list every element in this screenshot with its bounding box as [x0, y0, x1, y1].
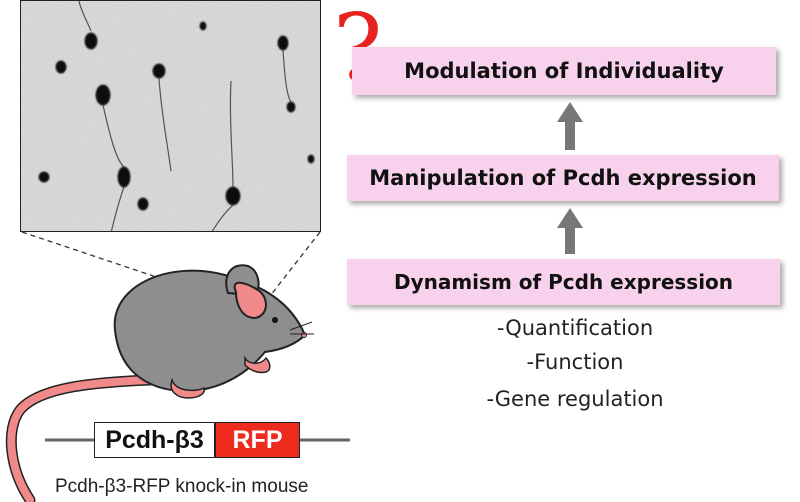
manipulation-box: Manipulation of Pcdh expression [347, 155, 779, 201]
mouse-front-paw [244, 355, 271, 374]
mouse-back-paw [170, 377, 206, 399]
mouse-ear-front [233, 281, 267, 320]
mouse-tail-fill [7, 376, 154, 502]
mouse-eye [272, 317, 278, 323]
rfp-reporter-box: RFP [215, 422, 300, 458]
subitem-function: -Function [526, 350, 624, 374]
pcdh-gene-box: Pcdh-β3 [94, 422, 215, 458]
zoom-line-right [269, 231, 321, 297]
subitem-gene-regulation: -Gene regulation [486, 387, 664, 411]
mouse-whiskers [289, 321, 314, 335]
neuron-micrograph [20, 0, 321, 232]
dynamism-box: Dynamism of Pcdh expression [347, 259, 780, 305]
mouse-nose [301, 332, 307, 338]
modulation-box: Modulation of Individuality [352, 47, 776, 95]
up-arrow-icon [557, 208, 583, 254]
micrograph-svg [21, 1, 320, 231]
mouse-body [113, 269, 307, 392]
subitem-quantification: -Quantification [496, 316, 654, 340]
mouse-caption: Pcdh-β3-RFP knock-in mouse [55, 476, 309, 497]
up-arrow-icon [557, 102, 583, 150]
